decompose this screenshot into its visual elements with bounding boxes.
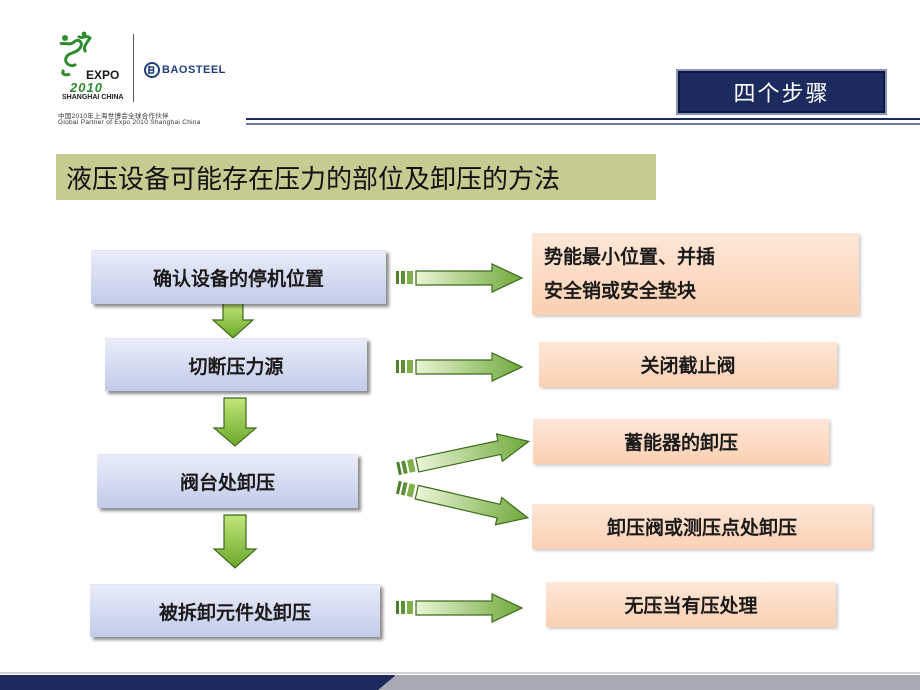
footer-bar-light [378, 675, 920, 690]
logo-divider [133, 34, 134, 102]
header-rule-top [246, 118, 920, 120]
footer-bar-dark [0, 675, 395, 690]
expo-label: EXPO [86, 68, 120, 82]
result-1-line1: 势能最小位置、并插 [544, 246, 716, 268]
result-box-1: 势能最小位置、并插 安全销或安全垫块 [532, 233, 859, 315]
step-box-3: 阀台处卸压 [97, 454, 358, 508]
section-badge: 四个步骤 [676, 69, 887, 115]
result-box-4: 卸压阀或测压点处卸压 [532, 504, 872, 549]
partner-en: Global Partner of Expo 2010 Shanghai Chi… [58, 119, 201, 126]
baosteel-logo-icon [144, 62, 160, 78]
down-arrow-icon [211, 302, 255, 339]
result-box-2: 关闭截止阀 [539, 342, 837, 387]
right-arrow-icon [396, 263, 524, 293]
step-box-1: 确认设备的停机位置 [91, 250, 386, 304]
partner-cn: 中国2010年上海世博会全球合作伙伴 [58, 113, 169, 120]
result-1-line2: 安全销或安全垫块 [544, 280, 697, 302]
logo-area: EXPO 2010 SHANGHAI CHINA BAOSTEEL 中国2010… [56, 30, 236, 130]
right-arrow-icon [396, 352, 524, 382]
step-box-4: 被拆卸元件处卸压 [90, 584, 380, 637]
expo-city: SHANGHAI CHINA [62, 94, 124, 101]
down-arrow-icon [212, 514, 258, 569]
baosteel-label: BAOSTEEL [162, 64, 226, 76]
result-box-3: 蓄能器的卸压 [533, 419, 829, 464]
down-arrow-icon [212, 397, 258, 447]
right-arrow-icon [396, 593, 524, 623]
expo-logo-icon [59, 31, 92, 77]
expo-year: 2010 [70, 80, 103, 95]
right-arrow-icon [396, 433, 531, 476]
page-title: 液压设备可能存在压力的部位及卸压的方法 [56, 154, 656, 200]
right-arrow-icon [395, 480, 530, 526]
header-rule-bottom [246, 123, 920, 125]
result-box-5: 无压当有压处理 [546, 582, 836, 627]
step-box-2: 切断压力源 [105, 338, 367, 391]
footer-rule [0, 672, 920, 674]
